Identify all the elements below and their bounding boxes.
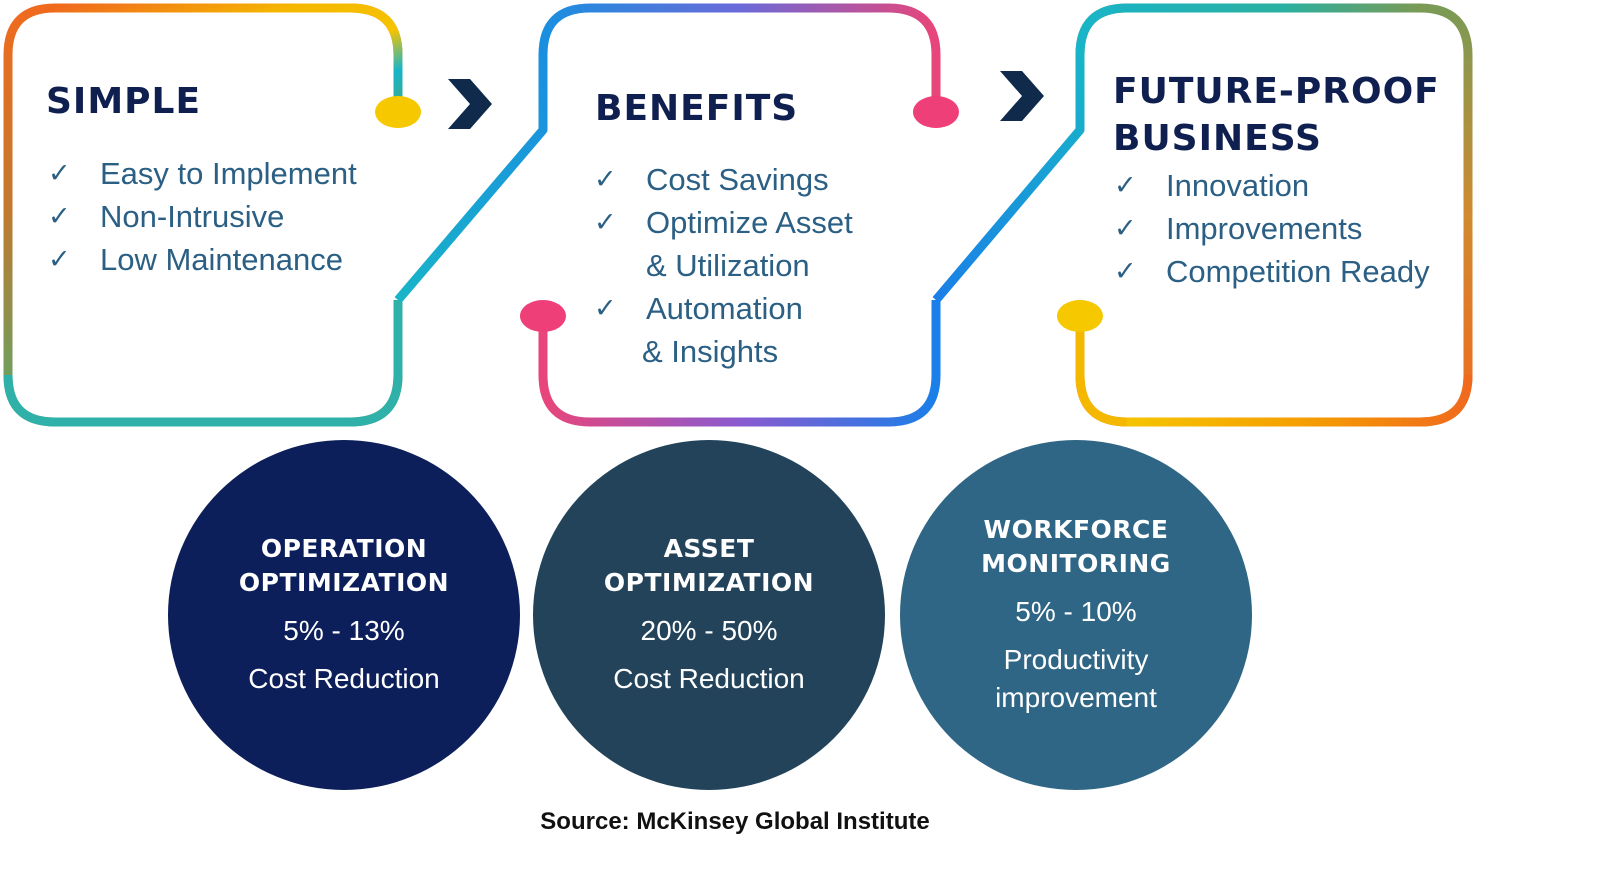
future-proof-card-frame [1075, 3, 1473, 427]
benefits-checklist: ✓Cost Savings ✓Optimize Asset & Utilizat… [594, 158, 853, 373]
circle-value: 5% - 13% [283, 615, 405, 646]
list-item: ✓Non-Intrusive [48, 195, 357, 238]
circle-value: 20% - 50% [640, 615, 778, 646]
asset-optimization-circle: ASSET OPTIMIZATION 20% - 50% Cost Reduct… [533, 440, 885, 790]
future-proof-checklist: ✓Innovation ✓Improvements ✓Competition R… [1114, 164, 1430, 293]
connector-1 [394, 55, 548, 303]
circle-caption: Productivity improvement [995, 644, 1157, 713]
checkmark-icon: ✓ [48, 244, 71, 275]
simple-checklist: ✓Easy to Implement ✓Non-Intrusive ✓Low M… [48, 152, 357, 281]
list-item: ✓Innovation [1114, 164, 1430, 207]
simple-card-frame [3, 3, 403, 427]
card-title-future-proof-line1: FUTURE-PROOF [1113, 71, 1440, 112]
card-title-simple: SIMPLE [46, 81, 202, 122]
circle-value: 5% - 10% [1015, 596, 1137, 627]
list-item: ✓Cost Savings [594, 158, 853, 201]
list-item: ✓Optimize Asset [594, 201, 853, 244]
pink-dot-2 [520, 300, 566, 332]
yellow-dot-1 [375, 96, 421, 128]
chevron-right-icon [1000, 71, 1044, 121]
list-item: ✓Competition Ready [1114, 250, 1430, 293]
checkmark-icon: ✓ [594, 207, 617, 238]
operation-optimization-circle: OPERATION OPTIMIZATION 5% - 13% Cost Red… [168, 440, 520, 790]
checkmark-icon: ✓ [48, 201, 71, 232]
pink-dot-1 [913, 96, 959, 128]
checkmark-icon: ✓ [1114, 170, 1137, 201]
list-item: ✓Easy to Implement [48, 152, 357, 195]
circle-title: ASSET OPTIMIZATION [603, 534, 815, 597]
list-item: ✓Automation [594, 287, 853, 330]
source-caption: Source: McKinsey Global Institute [540, 808, 930, 835]
card-title-benefits: BENEFITS [595, 88, 799, 129]
circle-title: OPERATION OPTIMIZATION [238, 534, 450, 597]
checkmark-icon: ✓ [594, 164, 617, 195]
connector-2 [932, 55, 1085, 303]
checkmark-icon: ✓ [48, 158, 71, 189]
yellow-dot-2 [1057, 300, 1103, 332]
circle-title: WORKFORCE MONITORING [981, 515, 1171, 578]
chevron-right-icon [448, 79, 492, 129]
list-item: ✓Improvements [1114, 207, 1430, 250]
workforce-monitoring-circle: WORKFORCE MONITORING 5% - 10% Productivi… [900, 440, 1252, 790]
checkmark-icon: ✓ [1114, 256, 1137, 287]
list-item: ✓Low Maintenance [48, 238, 357, 281]
circle-caption: Cost Reduction [613, 663, 805, 694]
list-item: & Utilization [646, 248, 810, 283]
card-title-future-proof-line2: BUSINESS [1113, 118, 1322, 159]
list-item: & Insights [642, 334, 779, 369]
circle-caption: Cost Reduction [248, 663, 440, 694]
checkmark-icon: ✓ [1114, 213, 1137, 244]
checkmark-icon: ✓ [594, 293, 617, 324]
benefits-card-frame [538, 3, 941, 427]
